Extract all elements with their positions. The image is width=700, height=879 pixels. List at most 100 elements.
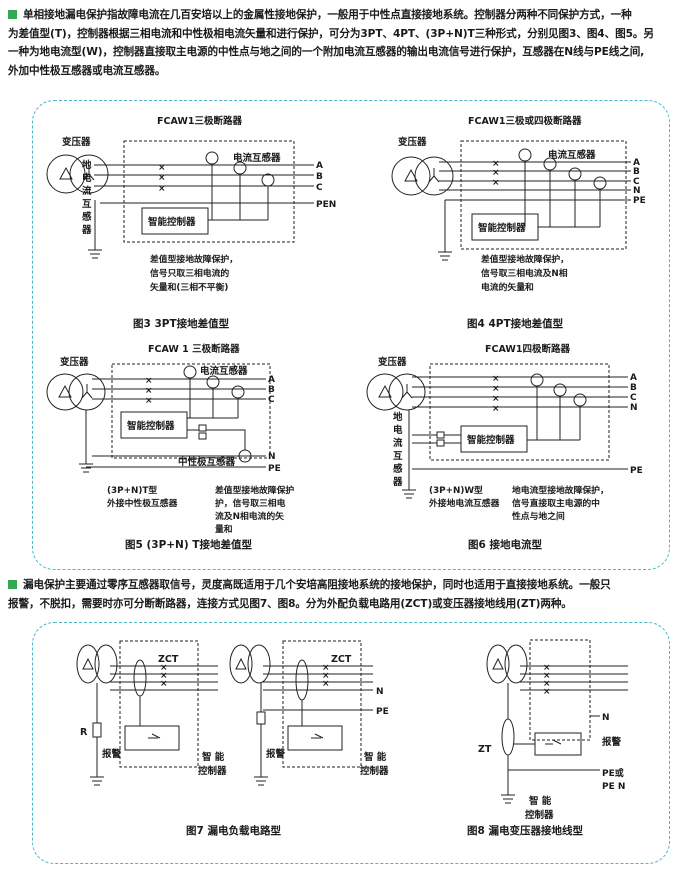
fig7-phase-n: N [376,687,384,697]
fig5-controller-box [120,411,188,439]
ct-icon [206,375,220,389]
switch-contacts-icon: × [145,376,153,386]
ground-icon [254,683,268,786]
fig5-wiring [187,378,246,450]
fig5-neutral-ct-label: 中性极互感器 [178,456,236,468]
transformer-coil [504,644,528,684]
figure-5: FCAW 1 三极断路器 变压器 A B C N PE × × × 电流互感器 … [46,343,297,551]
fig7-right-resistor-icon [256,711,266,725]
switch-contacts-icon: × [543,663,551,673]
fig8-controller-label: 智 能 [529,795,552,807]
fig3-phase-c: C [316,183,323,193]
fig3-ground-ct-char: 流 [82,185,92,197]
zt-icon [501,718,515,756]
svg-text:(3P+N)T型 外接中性极互感器: (3P+N)T型 外接中性极互感器 [106,484,178,509]
intro-line-4: 外加中性极互感器或电流互感器。 [8,64,166,77]
fig3-transformer-coil-1 [46,154,86,194]
wye-icon [428,168,440,183]
fig3-phase-a: A [316,161,323,171]
fig4-note-line: 差值型接地故障保护， [481,253,569,265]
ct-icon [530,373,544,387]
fig6-transformer-coil-1 [366,373,404,411]
fig3-breaker-box [123,140,295,243]
figure-6: FCAW1四极断路器 变压器 地 电 流 互 感 器 A B C N PE × … [366,343,643,551]
fig4-phase-b: B [633,167,640,177]
fig5-note-line: 护，信号取三相电 [215,497,286,509]
fig7-left-box [119,640,199,768]
delta-icon [378,384,392,398]
fig3-ground-ct-char: 互 [82,199,92,210]
fig6-controller-box [460,425,528,453]
svg-text:N PE: N PE [376,687,389,717]
svg-text:差值型接地故障保护 护，信号取三相电: 差值型接地故障保护 护，信号取三相电 流及N相电流的矢 量和 [215,484,297,535]
fig3-transformer-coil-2 [69,154,109,194]
fig4-caption: 图4 4PT接地差值型 [467,317,564,330]
fig6-ground-ct-char: 流 [393,437,403,449]
fig7-left-lines [110,665,218,691]
wye-icon [81,384,93,399]
switch-contacts-icon: × [322,663,330,673]
fig6-caption: 图6 接地电流型 [468,538,542,551]
wye-icon [83,166,95,181]
fig4-phase-c: C [633,177,640,187]
ground-icon [79,410,93,473]
fig3-ground-ct-char: 感 [82,211,92,223]
fig5-note-line: 量和 [215,523,233,535]
ct-icon [553,383,567,397]
intro2-line-2: 报警，不脱扣，需要时亦可分断断路器，连接方式见图7、图8。分为外配负载电路用(Z… [8,597,572,610]
fig7-left-controller-label: 控制器 [198,765,227,777]
fig4-controller-label: 智能控制器 [478,222,526,234]
fig5-type-note-line: 外接中性极互感器 [106,497,178,509]
fig6-ground-ct-char: 地 [393,411,403,423]
delta-icon [404,168,418,182]
fig5-breaker-label: FCAW 1 三极断路器 [148,343,240,355]
fig8-controller-switch [545,739,562,745]
green-bullet-icon [8,580,17,589]
fig3-controller-box [141,207,209,235]
intro-line-1: 单相接地漏电保护指故障电流在几百安培以上的金属性接地保护，一般用于中性点直接接地… [23,9,632,21]
svg-text:A B C PEN: A B C PEN [316,161,336,210]
fig4-breaker-label: FCAW1三极或四极断路器 [468,115,582,127]
intro-line-2: 为差值型(T)，控制器根据三相电流和中性极相电流矢量和进行保护，可分为3PT、4… [8,27,654,40]
svg-text:差值型接地故障保护， 信号只取三相电流的: 差值型接地故障保护， 信号只取三相电流的 矢量和(三相不平衡) [150,253,241,293]
svg-text:(3P+N)W型 外接地电流互感器: (3P+N)W型 外接地电流互感器 [428,484,500,509]
ct-icon [205,151,219,165]
fig7-caption: 图7 漏电负载电路型 [186,824,281,837]
terminal-icon [436,439,445,447]
fig5-phase-pe: PE [268,464,281,474]
fig5-phase-n: N [268,452,276,462]
fig6-wiring [412,386,581,444]
intro-paragraph-1: 单相接地漏电保护指故障电流在几百安培以上的金属性接地保护，一般用于中性点直接接地… [8,6,694,80]
fig6-transformer-coil-2 [388,373,426,411]
ground-icon [501,683,515,804]
fig4-wiring [524,161,601,228]
svg-text:差值型接地故障保护， 信号取三相电流及N相: 差值型接地故障保护， 信号取三相电流及N相 电流的矢量和 [481,253,572,293]
switch-contacts-icon: × [322,671,330,681]
delta-icon [235,657,247,670]
delta-icon [59,166,73,180]
switch-contacts-icon: × [492,384,500,394]
fig4-note-line: 电流的矢量和 [481,281,534,293]
ct-icon [261,173,275,187]
delta-icon [58,384,72,398]
fig7-left-controller-box [124,725,180,751]
switch-contacts-icon: × [145,396,153,406]
fig7-left-wiring [139,696,161,739]
ground-icon [90,737,104,786]
ground-icon [402,410,416,499]
fig8-phase-pen: PE N [602,782,625,792]
fig6-type-note-line: 外接地电流互感器 [428,497,500,509]
fig6-phase-b: B [630,383,637,393]
switch-contacts-icon: × [543,679,551,689]
switch-contacts-icon: × [160,671,168,681]
fig4-phase-n: N [633,186,641,196]
fig8-phase-n: N [602,713,610,723]
fig3-ct-label: 电流互感器 [233,152,281,164]
fig6-transformer-label: 变压器 [378,356,407,368]
delta-icon [492,657,504,670]
svg-text:地电流型接地故障保护， 信号直接取主电源的中: 地电流型接地故障保护， 信号直接取主电源的中 性点与地之间 [512,484,612,522]
fig5-breaker-box [111,363,271,459]
fig6-breaker-box [429,363,610,461]
fig6-phase-c: C [630,393,637,403]
fig6-ground-ct-char: 感 [393,463,403,475]
